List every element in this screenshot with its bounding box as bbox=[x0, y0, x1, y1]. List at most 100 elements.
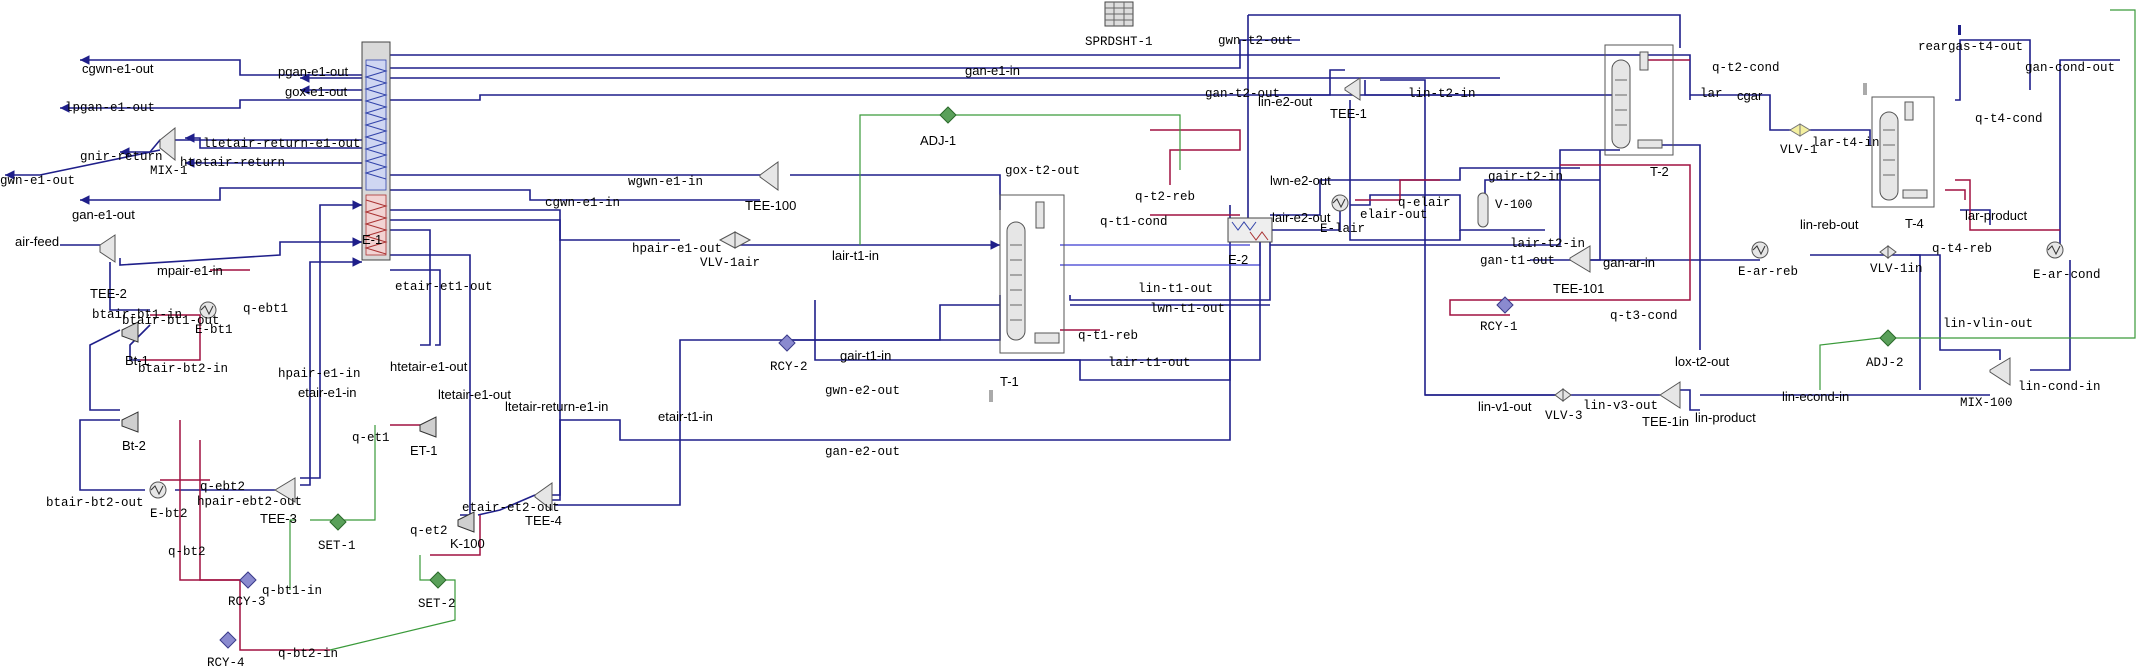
column-t-2[interactable] bbox=[1604, 44, 1674, 156]
stream-ltetair-e1-out[interactable] bbox=[390, 254, 471, 516]
recycle-rcy-1[interactable] bbox=[1496, 296, 1514, 314]
label-lair-t1-out: lair-t1-out bbox=[1108, 356, 1191, 370]
set-set-1[interactable] bbox=[329, 513, 347, 531]
label-reargas-t4-out: reargas-t4-out bbox=[1918, 40, 2023, 54]
stream-lair-t1-out[interactable] bbox=[1030, 235, 1261, 361]
stream-etair-e1-in[interactable] bbox=[300, 200, 362, 479]
label-q-t2-cond: q-t2-cond bbox=[1712, 61, 1780, 75]
separator-v-100[interactable] bbox=[1477, 192, 1489, 228]
label-q-bt2-in: q-bt2-in bbox=[278, 647, 338, 661]
stream-lox-t2-out[interactable] bbox=[1650, 144, 1701, 350]
exchanger-e-2[interactable] bbox=[1227, 217, 1273, 243]
stream-lin-e2-out[interactable] bbox=[1364, 80, 1500, 96]
expander-et-1[interactable] bbox=[419, 416, 437, 438]
tee-tee-1[interactable] bbox=[1344, 77, 1361, 101]
heater-e-lair[interactable] bbox=[1331, 194, 1349, 212]
stream-lin-vlin-out[interactable] bbox=[1910, 254, 2001, 360]
label-q-ebt2: q-ebt2 bbox=[200, 480, 245, 494]
stream-btair-bt1-out[interactable] bbox=[129, 324, 151, 361]
tee-tee-2[interactable] bbox=[99, 234, 116, 263]
stream-q-et2[interactable] bbox=[430, 515, 481, 556]
stream-hpair-e1-in[interactable] bbox=[300, 257, 362, 486]
spreadsheet-sprdsht-1[interactable] bbox=[1104, 1, 1134, 27]
stream-cgwn-e1-in[interactable] bbox=[390, 189, 760, 201]
valve-vlv-1air[interactable] bbox=[718, 231, 752, 249]
label-v-100: V-100 bbox=[1495, 198, 1533, 212]
stream-gan-t2-out[interactable] bbox=[1270, 69, 1345, 96]
stream-q-elair[interactable] bbox=[1355, 179, 1440, 201]
stream-lin-t1-out[interactable] bbox=[1069, 230, 1271, 301]
stream-reargas-t4-out[interactable] bbox=[1955, 39, 2031, 101]
label-vlv-1air: VLV-1air bbox=[700, 256, 760, 270]
stream-lair-e2-out[interactable] bbox=[1270, 205, 1341, 231]
stream-q-t4-cond[interactable] bbox=[1955, 179, 2060, 231]
stream-lair-t2-in[interactable] bbox=[1270, 149, 1620, 246]
tee-tee-3[interactable] bbox=[274, 477, 296, 503]
recycle-rcy-2[interactable] bbox=[778, 334, 796, 352]
stream-q-t4-reb[interactable] bbox=[1945, 189, 1966, 200]
expander-bt-1[interactable] bbox=[121, 321, 139, 343]
heater-e-ar-reb[interactable] bbox=[1751, 241, 1769, 259]
stream-gair-t1-in[interactable] bbox=[790, 304, 1000, 341]
label-rcy-3: RCY-3 bbox=[228, 595, 266, 609]
heater-e-bt2[interactable] bbox=[149, 481, 167, 499]
stream-etair-et2-out[interactable] bbox=[477, 494, 536, 516]
stream-q-bt1-in[interactable] bbox=[179, 420, 240, 581]
stream-htetair-e1-out[interactable] bbox=[390, 269, 441, 346]
tee-tee-1in[interactable] bbox=[1659, 381, 1681, 409]
mixer-mix-1[interactable] bbox=[159, 126, 176, 162]
label-adj-2: ADJ-2 bbox=[1866, 356, 1904, 370]
valve-vlv-3[interactable] bbox=[1554, 388, 1572, 402]
tee-tee-101[interactable] bbox=[1569, 245, 1591, 273]
stream-gan-e1-out[interactable] bbox=[80, 187, 362, 205]
recycle-rcy-4[interactable] bbox=[219, 631, 237, 649]
label-etair-et1-out: etair-et1-out bbox=[395, 280, 493, 294]
label-e-lair: E-lair bbox=[1320, 222, 1365, 236]
stream-gan-e2-out[interactable] bbox=[545, 205, 1231, 496]
stream-etair-t1-in[interactable] bbox=[555, 295, 1001, 506]
adjust-adj-1[interactable] bbox=[939, 106, 957, 124]
stream-mpair-e1-in[interactable] bbox=[119, 237, 362, 266]
stream-gwn-top bbox=[390, 39, 1300, 69]
column-t-1[interactable] bbox=[999, 194, 1065, 354]
stream-btair-bt2-in[interactable] bbox=[89, 329, 121, 411]
stream-lpgan-e1-out[interactable] bbox=[59, 99, 362, 113]
mixer-mix-100[interactable] bbox=[1989, 357, 2011, 386]
tee-tee-4[interactable] bbox=[534, 482, 553, 512]
valve-vlv-1[interactable] bbox=[1789, 123, 1811, 137]
label-lair-t1-in: lair-t1-in bbox=[832, 248, 879, 263]
stream-cgar[interactable] bbox=[1690, 94, 1800, 131]
stream-btair-bt1-in[interactable] bbox=[109, 262, 150, 311]
stream-ltetair-return-e1-out[interactable] bbox=[185, 133, 362, 149]
stream-q-t2-reb[interactable] bbox=[1150, 129, 1241, 185]
column-t-4[interactable] bbox=[1871, 96, 1935, 208]
stream-lar-t4-in[interactable] bbox=[1790, 129, 1871, 145]
stream-etair-et1-out[interactable] bbox=[390, 229, 431, 346]
stream-lin-product[interactable] bbox=[1680, 389, 1700, 411]
expander-bt-2[interactable] bbox=[121, 411, 139, 433]
stream-hpair-e1-out[interactable] bbox=[390, 209, 680, 241]
valve-vlv-1in[interactable] bbox=[1879, 245, 1897, 259]
stream-gwn-e1-out[interactable] bbox=[5, 149, 161, 180]
label-gnir-return: gnir-return bbox=[80, 150, 163, 164]
stream-gan-cond-out[interactable] bbox=[2055, 59, 2120, 251]
stream-q-t3-cond[interactable] bbox=[1449, 164, 1691, 316]
heater-e-ar-cond[interactable] bbox=[2046, 241, 2064, 259]
adjust-adj-2[interactable] bbox=[1879, 329, 1897, 347]
stream-btair-bt2-out[interactable] bbox=[79, 419, 145, 491]
label-rcy-1: RCY-1 bbox=[1480, 320, 1518, 334]
tee-tee-100[interactable] bbox=[759, 161, 779, 191]
stream-q-ebt1-link bbox=[140, 314, 201, 361]
exchanger-e-1[interactable] bbox=[361, 41, 391, 261]
stream-lin-cond-in[interactable] bbox=[2030, 260, 2071, 371]
stream-gnir-return[interactable] bbox=[120, 139, 362, 157]
label-lar: lar bbox=[1700, 87, 1723, 101]
recycle-rcy-3[interactable] bbox=[239, 571, 257, 589]
stream-ltetair-return-e1-in[interactable] bbox=[390, 219, 561, 501]
stream-lwn-e2-out[interactable] bbox=[1270, 167, 1580, 216]
compressor-k-100[interactable] bbox=[457, 511, 475, 533]
set-set-2[interactable] bbox=[429, 571, 447, 589]
stream-elair-out[interactable] bbox=[1350, 194, 1545, 231]
heater-e-bt1[interactable] bbox=[199, 301, 217, 319]
